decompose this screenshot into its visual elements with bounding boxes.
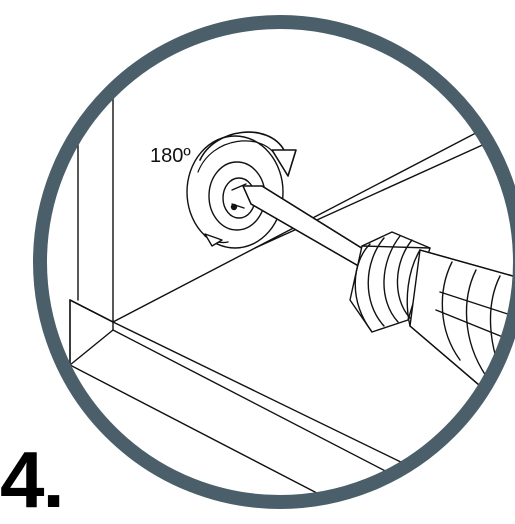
screwdriver-icon	[242, 185, 515, 421]
magnifier-ring	[33, 15, 515, 509]
cam-lock-icon	[186, 135, 284, 249]
step-number: 4.	[0, 435, 65, 524]
rotation-angle-label: 180º	[150, 145, 191, 167]
rotation-arrow-icon	[197, 131, 297, 247]
